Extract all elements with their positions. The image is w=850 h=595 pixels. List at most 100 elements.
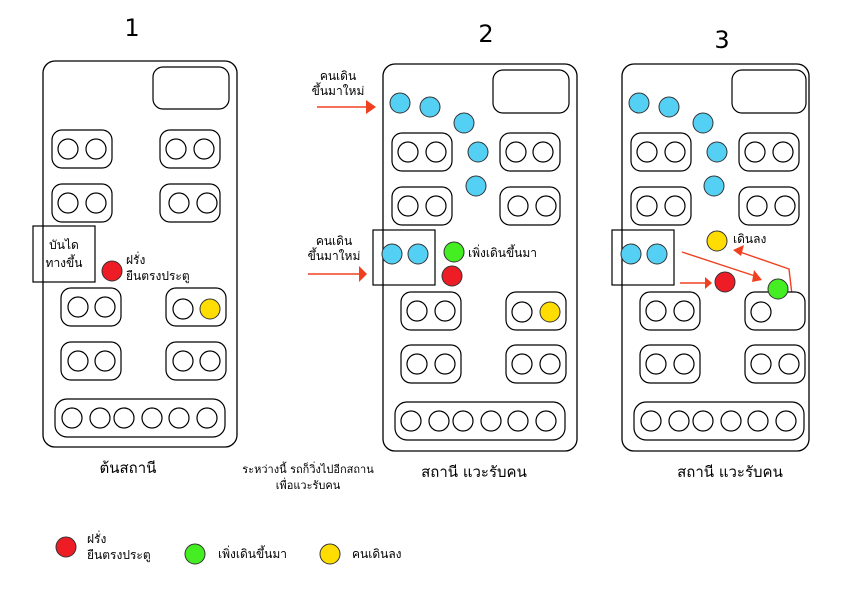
panel-3: 3 เดินลง bbox=[611, 26, 810, 481]
seat-empty bbox=[720, 410, 742, 432]
seat-pod bbox=[159, 183, 221, 223]
panel-number: 2 bbox=[478, 20, 493, 48]
seat-empty bbox=[664, 195, 686, 217]
legend-item-standing: ฝรั่ง ยืนตรงประตู bbox=[55, 530, 151, 563]
seat-empty bbox=[434, 353, 456, 375]
seat-empty bbox=[535, 410, 557, 432]
standing-label-2: ยืนตรงประตู bbox=[126, 269, 190, 284]
seat-pod bbox=[738, 186, 800, 226]
seat-empty bbox=[397, 141, 419, 163]
seat-pod bbox=[60, 341, 122, 381]
seat-pod bbox=[639, 291, 701, 331]
seat-empty bbox=[425, 195, 447, 217]
person-getting-off bbox=[706, 230, 728, 252]
back-seat-row bbox=[633, 401, 805, 441]
seat-pod bbox=[630, 132, 692, 172]
arrow-line bbox=[681, 251, 759, 278]
seat-empty bbox=[744, 141, 766, 163]
seat-empty bbox=[511, 301, 533, 323]
seat-empty bbox=[196, 192, 218, 214]
seat-empty bbox=[94, 350, 116, 372]
person-new bbox=[646, 243, 668, 265]
panel-caption: สถานี แวะรับคน bbox=[421, 463, 527, 481]
panel-caption: สถานี แวะรับคน bbox=[677, 463, 783, 481]
seat-empty bbox=[640, 410, 662, 432]
seat-pod bbox=[744, 344, 806, 384]
seat-pod bbox=[391, 132, 453, 172]
seat-empty bbox=[196, 407, 218, 429]
seat-empty bbox=[193, 138, 215, 160]
legend-label-2: ยืนตรงประตู bbox=[87, 548, 151, 563]
seat-empty bbox=[673, 353, 695, 375]
person-standing-at-door bbox=[714, 271, 736, 293]
person-new bbox=[658, 96, 680, 118]
seat-empty bbox=[89, 407, 111, 429]
legend-swatch-yellow bbox=[319, 543, 341, 565]
panel-2: 2 คนเดิน ขึ้นมาใหม่ bbox=[308, 20, 578, 481]
person-just-boarded bbox=[767, 278, 789, 300]
seat-empty bbox=[406, 353, 428, 375]
legend-item-just-boarded: เพิ่งเดินขึ้นมา bbox=[184, 543, 287, 565]
seat-empty bbox=[141, 407, 163, 429]
arrow-head bbox=[705, 277, 712, 289]
seat-pod bbox=[738, 132, 800, 172]
seat-empty bbox=[113, 407, 135, 429]
legend: ฝรั่ง ยืนตรงประตู เพิ่งเดินขึ้นมา คนเดิน… bbox=[55, 530, 402, 565]
seat-pod bbox=[505, 291, 567, 331]
stairs-box bbox=[372, 229, 436, 286]
stairs-box bbox=[611, 229, 675, 286]
stairs-label-2: ทางขึ้น bbox=[46, 254, 83, 270]
seat-pod bbox=[159, 129, 221, 169]
legend-swatch-red bbox=[55, 536, 77, 558]
legend-swatch-green bbox=[184, 543, 206, 565]
driver-area bbox=[731, 69, 807, 114]
back-seat-row bbox=[394, 401, 566, 441]
person-new bbox=[407, 243, 429, 265]
panel-number: 3 bbox=[714, 26, 729, 54]
person-new bbox=[453, 112, 475, 134]
new-people-top-label-2: ขึ้นมาใหม่ bbox=[312, 82, 365, 98]
person-standing-at-door bbox=[101, 260, 123, 282]
panel-caption: ต้นสถานี bbox=[100, 459, 157, 477]
person-getting-off bbox=[539, 301, 561, 323]
seat-pod bbox=[400, 291, 462, 331]
seat-empty bbox=[645, 300, 667, 322]
seat-pod bbox=[51, 129, 113, 169]
seat-empty bbox=[406, 300, 428, 322]
seat-pod bbox=[391, 186, 453, 226]
seat-empty bbox=[165, 138, 187, 160]
person-new bbox=[389, 92, 411, 114]
seat-empty bbox=[750, 301, 772, 323]
seat-pod bbox=[505, 344, 567, 384]
person-just-boarded bbox=[443, 241, 465, 263]
seat-pod bbox=[744, 291, 806, 331]
seat-pod bbox=[630, 186, 692, 226]
seat-empty bbox=[507, 195, 529, 217]
seat-empty bbox=[452, 410, 474, 432]
legend-label: เพิ่งเดินขึ้นมา bbox=[218, 545, 287, 561]
seat-empty bbox=[434, 300, 456, 322]
seat-empty bbox=[511, 353, 533, 375]
seat-empty bbox=[507, 410, 529, 432]
seat-empty bbox=[747, 410, 769, 432]
seat-empty bbox=[168, 192, 190, 214]
seat-empty bbox=[428, 410, 450, 432]
between-note-2: เพื่อแวะรับคน bbox=[276, 477, 341, 492]
driver-area bbox=[152, 66, 230, 110]
standing-label-1: ฝรั่ง bbox=[126, 251, 145, 267]
stairs-box bbox=[32, 225, 96, 283]
seat-empty bbox=[94, 296, 116, 318]
seat-empty bbox=[692, 410, 714, 432]
legend-item-getting-off: คนเดินลง bbox=[319, 543, 402, 565]
arrow-head bbox=[366, 100, 376, 114]
driver-area bbox=[492, 69, 570, 114]
seat-empty bbox=[400, 410, 422, 432]
seat-pod bbox=[639, 344, 701, 384]
seat-empty bbox=[85, 138, 107, 160]
seat-empty bbox=[168, 407, 190, 429]
seat-empty bbox=[67, 350, 89, 372]
seat-empty bbox=[85, 192, 107, 214]
seat-empty bbox=[774, 195, 796, 217]
seat-empty bbox=[775, 410, 797, 432]
